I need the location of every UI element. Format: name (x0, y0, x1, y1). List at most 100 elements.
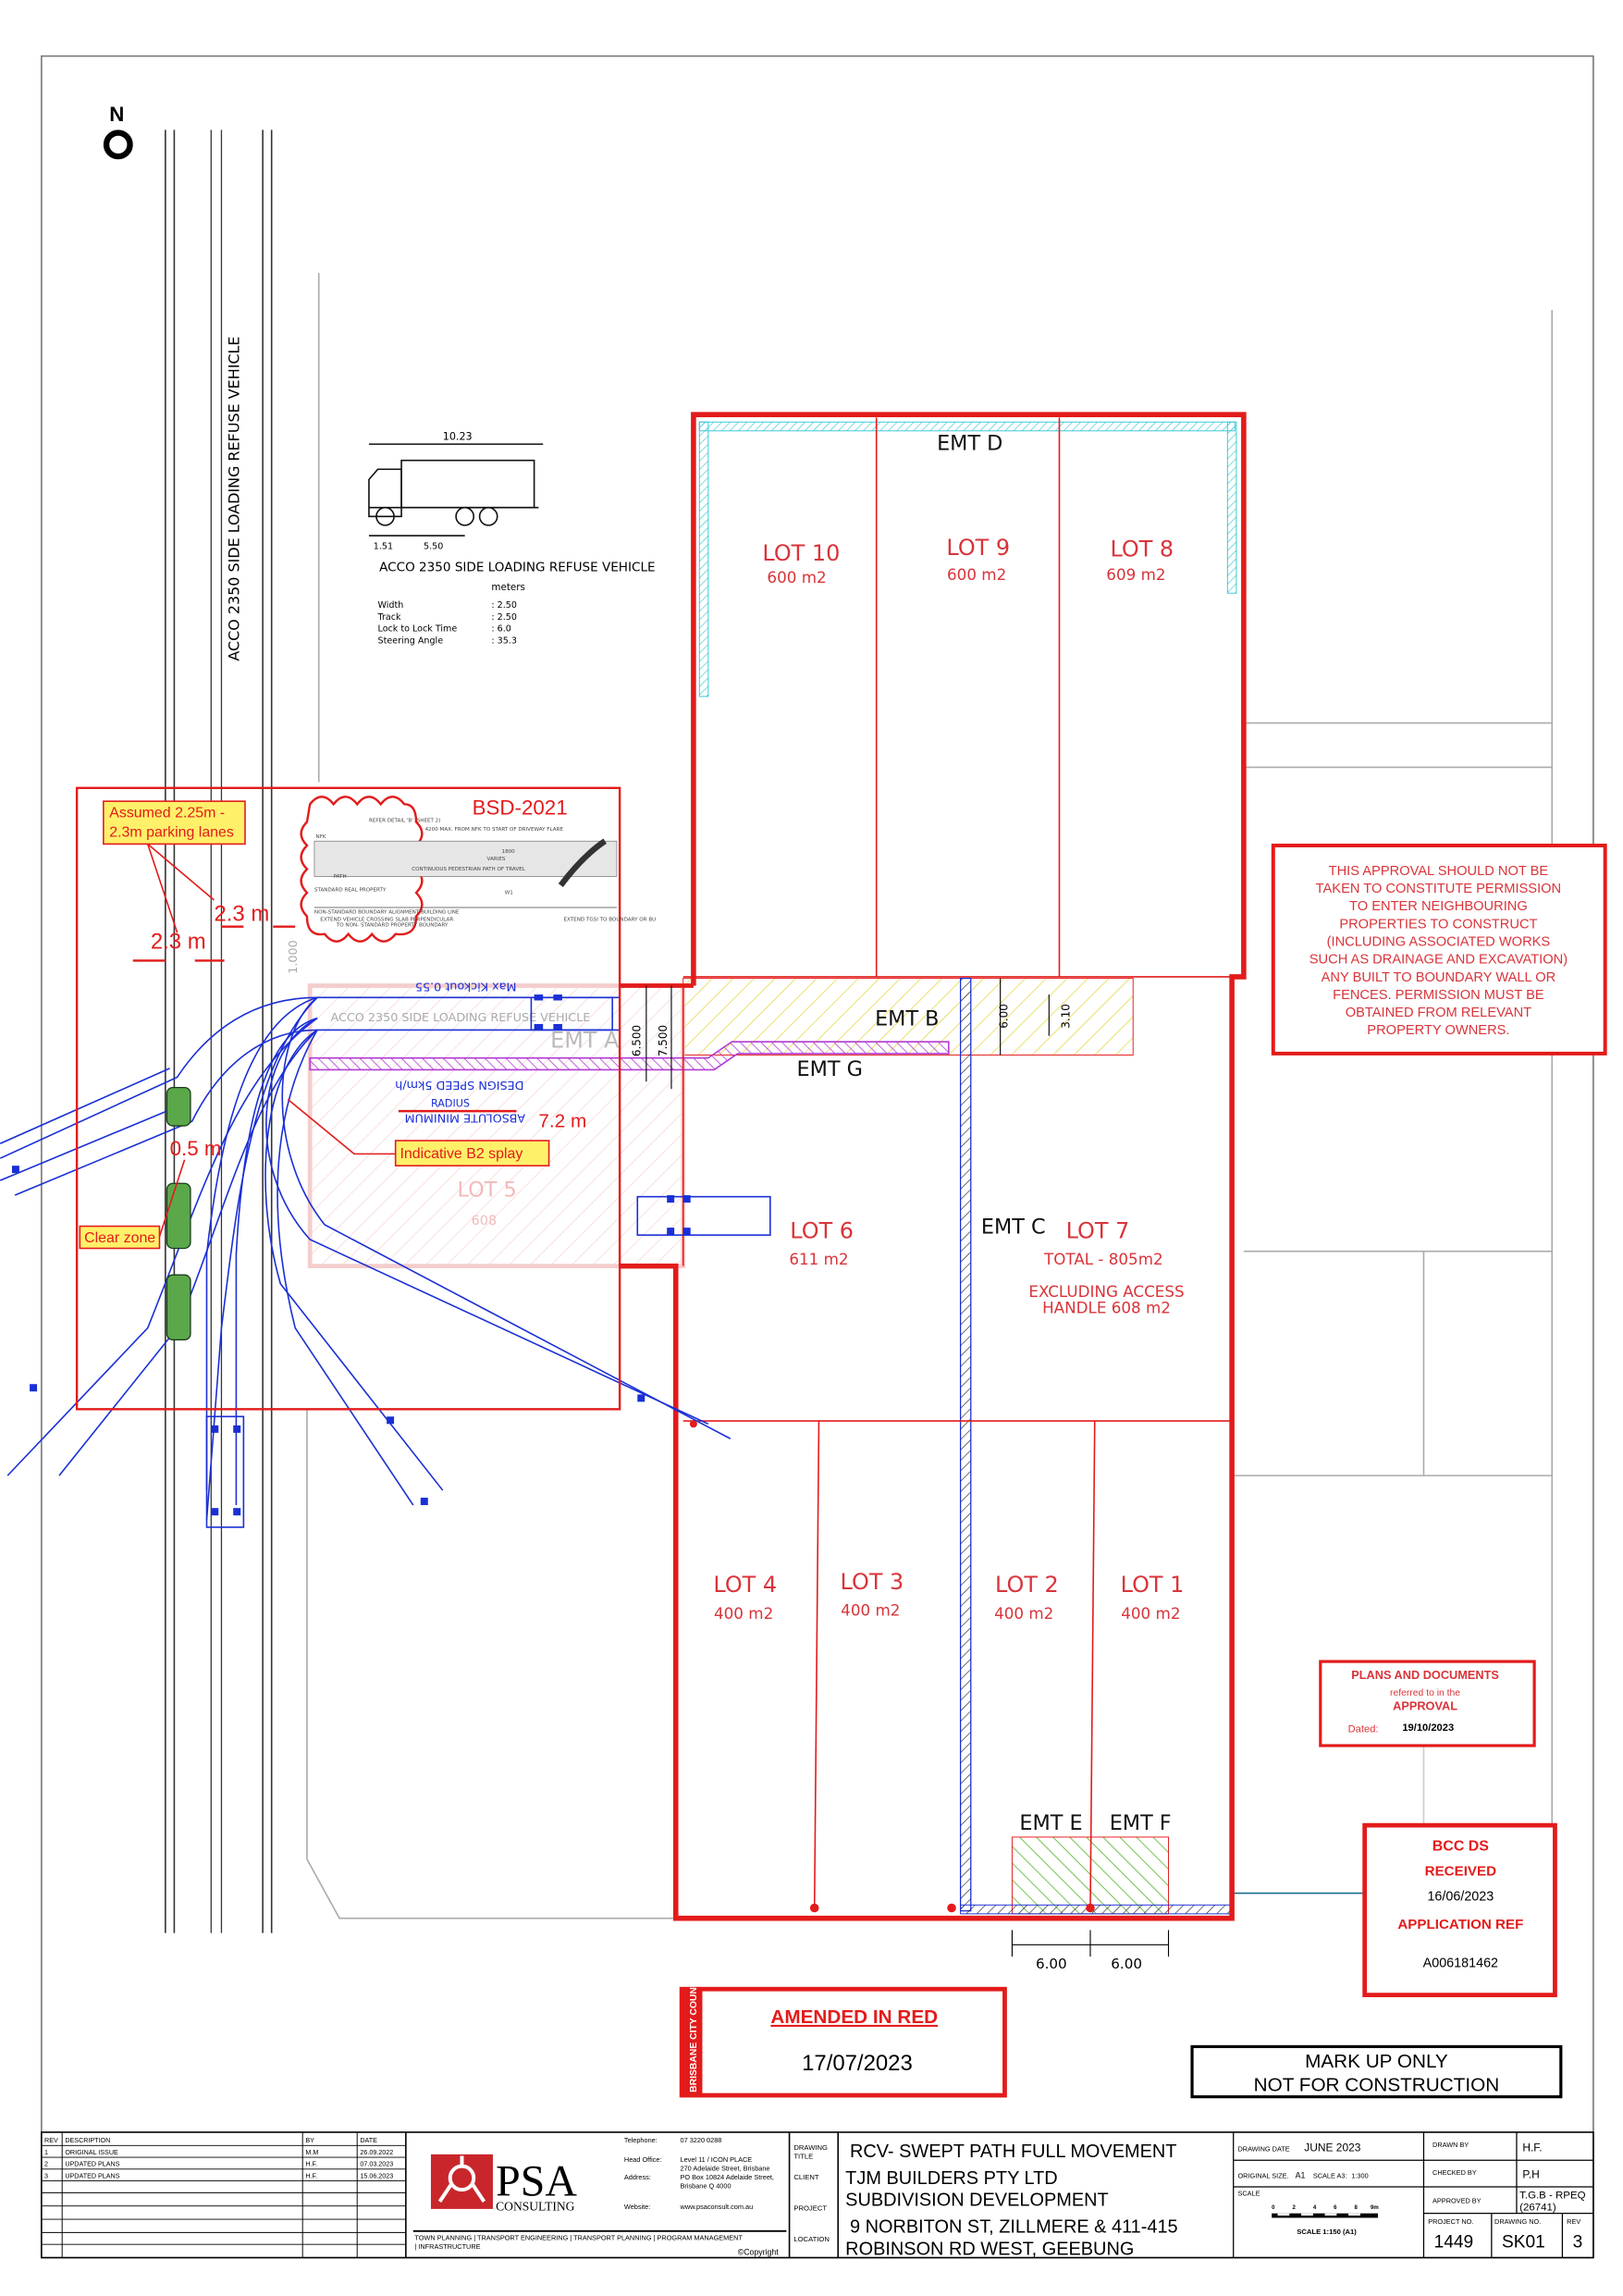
svg-text:EMT B: EMT B (875, 1007, 939, 1031)
svg-text:: 6.0: : 6.0 (491, 624, 510, 635)
svg-text:ORIGINAL ISSUE: ORIGINAL ISSUE (65, 2149, 118, 2156)
contact-details: Telephone:07 3220 0288 Head Office:Level… (624, 2136, 774, 2211)
svg-text:4200 MAX. FROM NFK TO START OF: 4200 MAX. FROM NFK TO START OF DRIVEWAY … (425, 827, 564, 833)
svg-text:(26741): (26741) (1519, 2202, 1556, 2213)
refuse-truck-icon (368, 443, 544, 537)
svg-text:| INFRASTRUCTURE: | INFRASTRUCTURE (414, 2242, 480, 2251)
svg-text:ABSOLUTE MINIMUM: ABSOLUTE MINIMUM (405, 1110, 525, 1124)
svg-text:A1: A1 (1296, 2170, 1306, 2179)
svg-text:1800: 1800 (502, 849, 516, 855)
svg-text:CHECKED BY: CHECKED BY (1432, 2168, 1477, 2177)
easement-a (307, 983, 686, 1269)
svg-text:2: 2 (44, 2161, 48, 2168)
lot-10-label: LOT 10 (762, 540, 840, 566)
north-label: N (109, 103, 124, 126)
svg-text:TITLE: TITLE (793, 2153, 813, 2161)
svg-text:EMT A: EMT A (550, 1028, 620, 1054)
svg-text:M.M: M.M (305, 2149, 318, 2156)
svg-text:PO Box 10824 Adelaide Street,: PO Box 10824 Adelaide Street, (681, 2173, 774, 2181)
svg-text:SCALE: SCALE (1237, 2190, 1260, 2198)
svg-text:www.psaconsult.com.au: www.psaconsult.com.au (680, 2203, 754, 2211)
svg-text:P.H: P.H (1522, 2167, 1539, 2180)
svg-text:Assumed 2.25m -: Assumed 2.25m - (109, 806, 225, 821)
revision-cloud (300, 796, 424, 943)
svg-text:EMT E: EMT E (1019, 1811, 1082, 1835)
easement-strip (960, 1904, 1231, 1915)
svg-text:19/10/2023: 19/10/2023 (1402, 1722, 1454, 1734)
svg-text:BCC DS: BCC DS (1432, 1838, 1489, 1854)
markup-annotations: Assumed 2.25m - 2.3m parking lanes 2.3 m… (79, 800, 586, 1250)
svg-text:PSA: PSA (496, 2157, 577, 2206)
svg-text:1.51: 1.51 (374, 541, 393, 551)
svg-text:26.09.2022: 26.09.2022 (360, 2149, 393, 2156)
svg-text:H.F.: H.F. (305, 2161, 317, 2168)
lot-6-label: LOT 6 (790, 1217, 854, 1243)
bsd-detail: REFER DETAIL 'B' (SHEET 2) 4200 MAX. FRO… (300, 796, 656, 943)
svg-text:AMENDED IN RED: AMENDED IN RED (770, 2006, 938, 2028)
lot-boundaries (682, 417, 1244, 1910)
lot-3-label: LOT 3 (841, 1569, 904, 1595)
svg-text:SCALE 1:150 (A1): SCALE 1:150 (A1) (1297, 2228, 1357, 2236)
svg-text:8: 8 (1355, 2205, 1359, 2211)
svg-text:VARIES: VARIES (487, 857, 506, 862)
svg-text:HANDLE 608 m2: HANDLE 608 m2 (1042, 1299, 1171, 1317)
svg-text:CONTINUOUS PEDESTRIAN PATH OF: CONTINUOUS PEDESTRIAN PATH OF TRAVEL (412, 867, 525, 872)
svg-text:JUNE 2023: JUNE 2023 (1304, 2142, 1360, 2154)
svg-text:©Copyright: ©Copyright (738, 2247, 780, 2256)
svg-text:EXCLUDING ACCESS: EXCLUDING ACCESS (1028, 1282, 1184, 1301)
svg-text:5.50: 5.50 (424, 541, 443, 551)
svg-text:TOWN PLANNING | TRANSPORT ENGI: TOWN PLANNING | TRANSPORT ENGINEERING | … (414, 2233, 743, 2241)
location-line2: ROBINSON RD WEST, GEEBUNG (845, 2239, 1134, 2259)
svg-text:H.F.: H.F. (1522, 2142, 1542, 2154)
easement-d (698, 421, 1237, 697)
svg-text:meters: meters (491, 582, 525, 593)
approval-plans-stamp: PLANS AND DOCUMENTS referred to in the A… (1319, 1660, 1536, 1747)
svg-text:CLIENT: CLIENT (793, 2173, 819, 2181)
svg-text:TO NON- STANDARD PROPERTY BOUN: TO NON- STANDARD PROPERTY BOUNDARY (336, 923, 449, 929)
svg-text:EMT D: EMT D (937, 432, 1002, 456)
svg-text:OBTAINED FROM RELEVANT: OBTAINED FROM RELEVANT (1346, 1006, 1531, 1020)
svg-text:DESIGN SPEED 5km/h: DESIGN SPEED 5km/h (395, 1078, 523, 1092)
svg-text:TAKEN TO CONSTITUTE PERMISSION: TAKEN TO CONSTITUTE PERMISSION (1316, 882, 1561, 896)
svg-text:APPLICATION REF: APPLICATION REF (1397, 1917, 1523, 1932)
svg-text:PLANS AND DOCUMENTS: PLANS AND DOCUMENTS (1351, 1668, 1499, 1682)
lot-9-label: LOT 9 (946, 535, 1010, 561)
svg-text:1: 1 (44, 2149, 48, 2156)
svg-text:Max Kickout 0.55: Max Kickout 0.55 (415, 979, 517, 993)
svg-text:7.500: 7.500 (657, 1025, 670, 1056)
svg-text:9m: 9m (1371, 2205, 1379, 2211)
parked-cars (166, 1086, 191, 1341)
svg-text:THIS APPROVAL SHOULD NOT BE: THIS APPROVAL SHOULD NOT BE (1329, 864, 1549, 879)
svg-text:PROPERTIES TO CONSTRUCT: PROPERTIES TO CONSTRUCT (1339, 917, 1537, 932)
svg-text:EMT G: EMT G (797, 1057, 863, 1081)
road-vehicle-label: ACCO 2350 SIDE LOADING REFUSE VEHICLE (226, 337, 243, 661)
svg-text:Telephone:: Telephone: (624, 2136, 658, 2144)
svg-text:A006181462: A006181462 (1423, 1956, 1498, 1970)
svg-text:17/07/2023: 17/07/2023 (802, 2051, 913, 2076)
svg-text:RADIUS: RADIUS (431, 1097, 470, 1109)
svg-text:Steering Angle: Steering Angle (378, 636, 444, 646)
svg-text:Clear zone: Clear zone (84, 1230, 155, 1246)
bsd-title: BSD-2021 (473, 796, 568, 820)
easement-c (959, 977, 972, 1912)
lot-2-label: LOT 2 (995, 1572, 1059, 1598)
swept-paths (0, 996, 771, 1528)
svg-text:PROJECT: PROJECT (793, 2203, 827, 2212)
svg-text:ORIGINAL SIZE.: ORIGINAL SIZE. (1237, 2171, 1288, 2179)
svg-text:1:300: 1:300 (1351, 2171, 1368, 2179)
drawing-title: RCV- SWEPT PATH FULL MOVEMENT (850, 2142, 1176, 2162)
svg-text:2: 2 (1293, 2205, 1297, 2211)
svg-text:3.10: 3.10 (1060, 1004, 1073, 1029)
svg-text:DRAWN BY: DRAWN BY (1432, 2141, 1469, 2149)
svg-text:FENCES. PERMISSION MUST BE: FENCES. PERMISSION MUST BE (1333, 988, 1544, 1003)
svg-text:DRAWING DATE: DRAWING DATE (1237, 2145, 1289, 2154)
svg-text:UPDATED PLANS: UPDATED PLANS (65, 2161, 119, 2168)
svg-text:Address:: Address: (624, 2173, 651, 2181)
svg-text:BY: BY (305, 2137, 314, 2144)
svg-text:6: 6 (1334, 2205, 1337, 2211)
svg-text:NON-STANDARD BOUNDARY ALIGNMEN: NON-STANDARD BOUNDARY ALIGNMENT/BUILDING… (314, 909, 460, 915)
svg-text:LOCATION: LOCATION (793, 2235, 830, 2243)
